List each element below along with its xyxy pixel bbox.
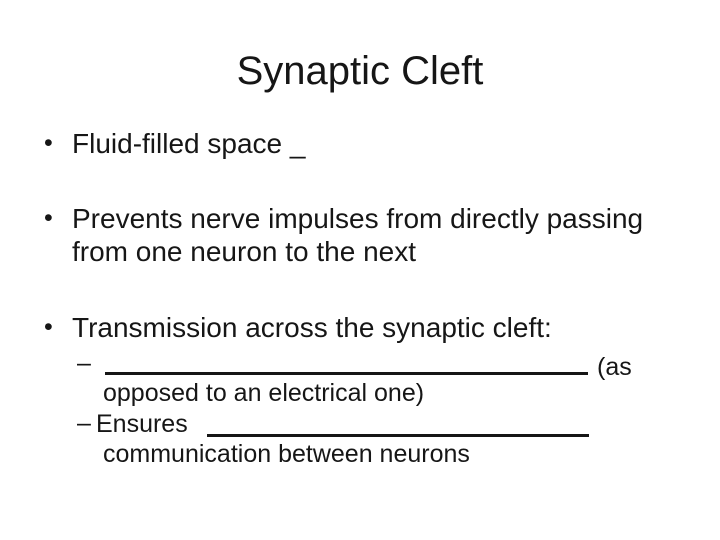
bullet-text-line2: from one neuron to the next [72,236,416,267]
sub-bullet-text: opposed to an electrical one) [103,379,425,407]
sub-bullet-dash-marker: – [77,409,91,437]
slide-title: Synaptic Cleft [236,49,484,93]
fill-in-blank-line [207,434,589,437]
bullet-text: Fluid-filled space _ [72,128,306,159]
bullet-marker: • [44,313,53,341]
bullet-item: • Transmission across the synaptic cleft… [44,311,552,344]
bullet-marker: • [44,129,53,157]
bullet-item: • Prevents nerve impulses from directly … [44,202,704,268]
bullet-item: • Fluid-filled space _ [44,127,305,160]
sub-bullet-text: (as [597,353,632,381]
bullet-text-line1: Prevents nerve impulses from directly pa… [72,203,644,234]
sub-bullet-dash-marker: – [77,349,91,377]
sub-bullet-text: Ensures [96,410,188,438]
bullet-marker: • [44,204,53,232]
fill-in-blank-line [105,372,588,375]
bullet-text: Transmission across the synaptic cleft: [72,312,552,343]
sub-bullet-text: communication between neurons [103,440,470,468]
bullet-text: Prevents nerve impulses from directly pa… [72,202,643,268]
